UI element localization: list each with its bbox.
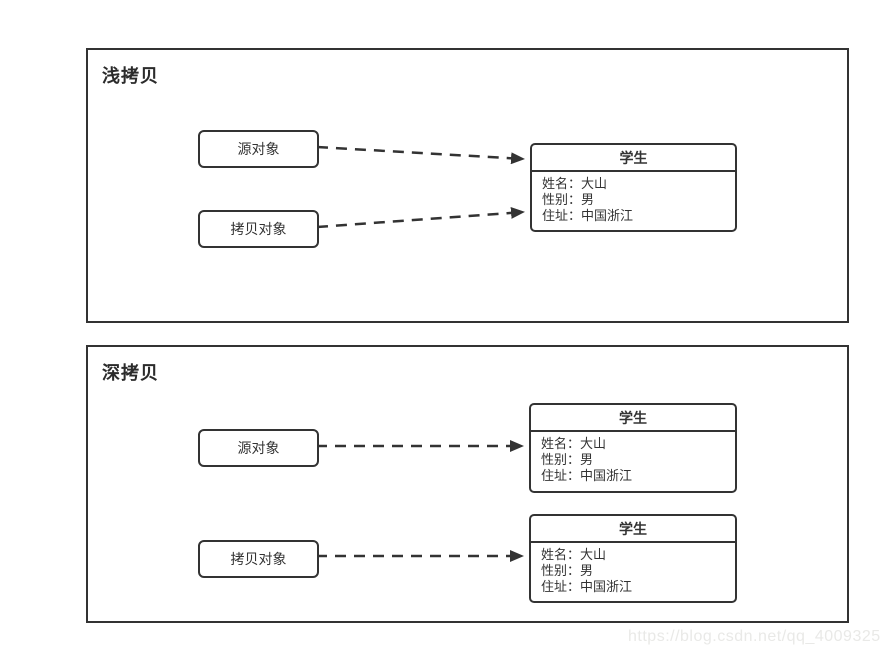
student-title: 学生 [531, 516, 735, 543]
student-node-original: 学生 姓名：大山 性别：男 住址：中国浙江 [529, 403, 737, 493]
copy-object-label: 拷贝对象 [230, 221, 287, 237]
copy-object-node: 拷贝对象 [198, 210, 319, 248]
student-field-address: 住址：中国浙江 [542, 208, 634, 223]
watermark: https://blog.csdn.net/qq_40093255 [628, 628, 881, 645]
student-field-gender: 性别：男 [542, 192, 595, 207]
source-object-label: 源对象 [237, 141, 280, 157]
source-object-node: 源对象 [198, 429, 319, 467]
student-field-gender: 性别：男 [541, 563, 594, 578]
student-node-shared: 学生 姓名：大山 性别：男 住址：中国浙江 [530, 143, 737, 232]
student-title: 学生 [532, 145, 735, 172]
source-object-label: 源对象 [237, 440, 280, 456]
source-object-node: 源对象 [198, 130, 319, 168]
student-field-address: 住址：中国浙江 [541, 468, 633, 483]
deep-copy-panel: 深拷贝 源对象 拷贝对象 学生 姓名：大山 性别：男 住址：中国浙江 学生 姓名… [86, 345, 849, 623]
student-field-address: 住址：中国浙江 [541, 579, 633, 594]
copy-object-node: 拷贝对象 [198, 540, 319, 578]
panel-title-shallow: 浅拷贝 [102, 66, 159, 86]
copy-object-label: 拷贝对象 [230, 551, 287, 567]
student-fields: 姓名：大山 性别：男 住址：中国浙江 [532, 172, 735, 228]
student-fields: 姓名：大山 性别：男 住址：中国浙江 [531, 432, 735, 488]
panel-title-deep: 深拷贝 [102, 363, 159, 383]
student-field-name: 姓名：大山 [541, 436, 607, 451]
student-field-gender: 性别：男 [541, 452, 594, 467]
student-field-name: 姓名：大山 [541, 547, 607, 562]
student-title: 学生 [531, 405, 735, 432]
student-fields: 姓名：大山 性别：男 住址：中国浙江 [531, 543, 735, 599]
student-node-copy: 学生 姓名：大山 性别：男 住址：中国浙江 [529, 514, 737, 603]
shallow-copy-panel: 浅拷贝 源对象 拷贝对象 学生 姓名：大山 性别：男 住址：中国浙江 [86, 48, 849, 323]
student-field-name: 姓名：大山 [542, 176, 608, 191]
